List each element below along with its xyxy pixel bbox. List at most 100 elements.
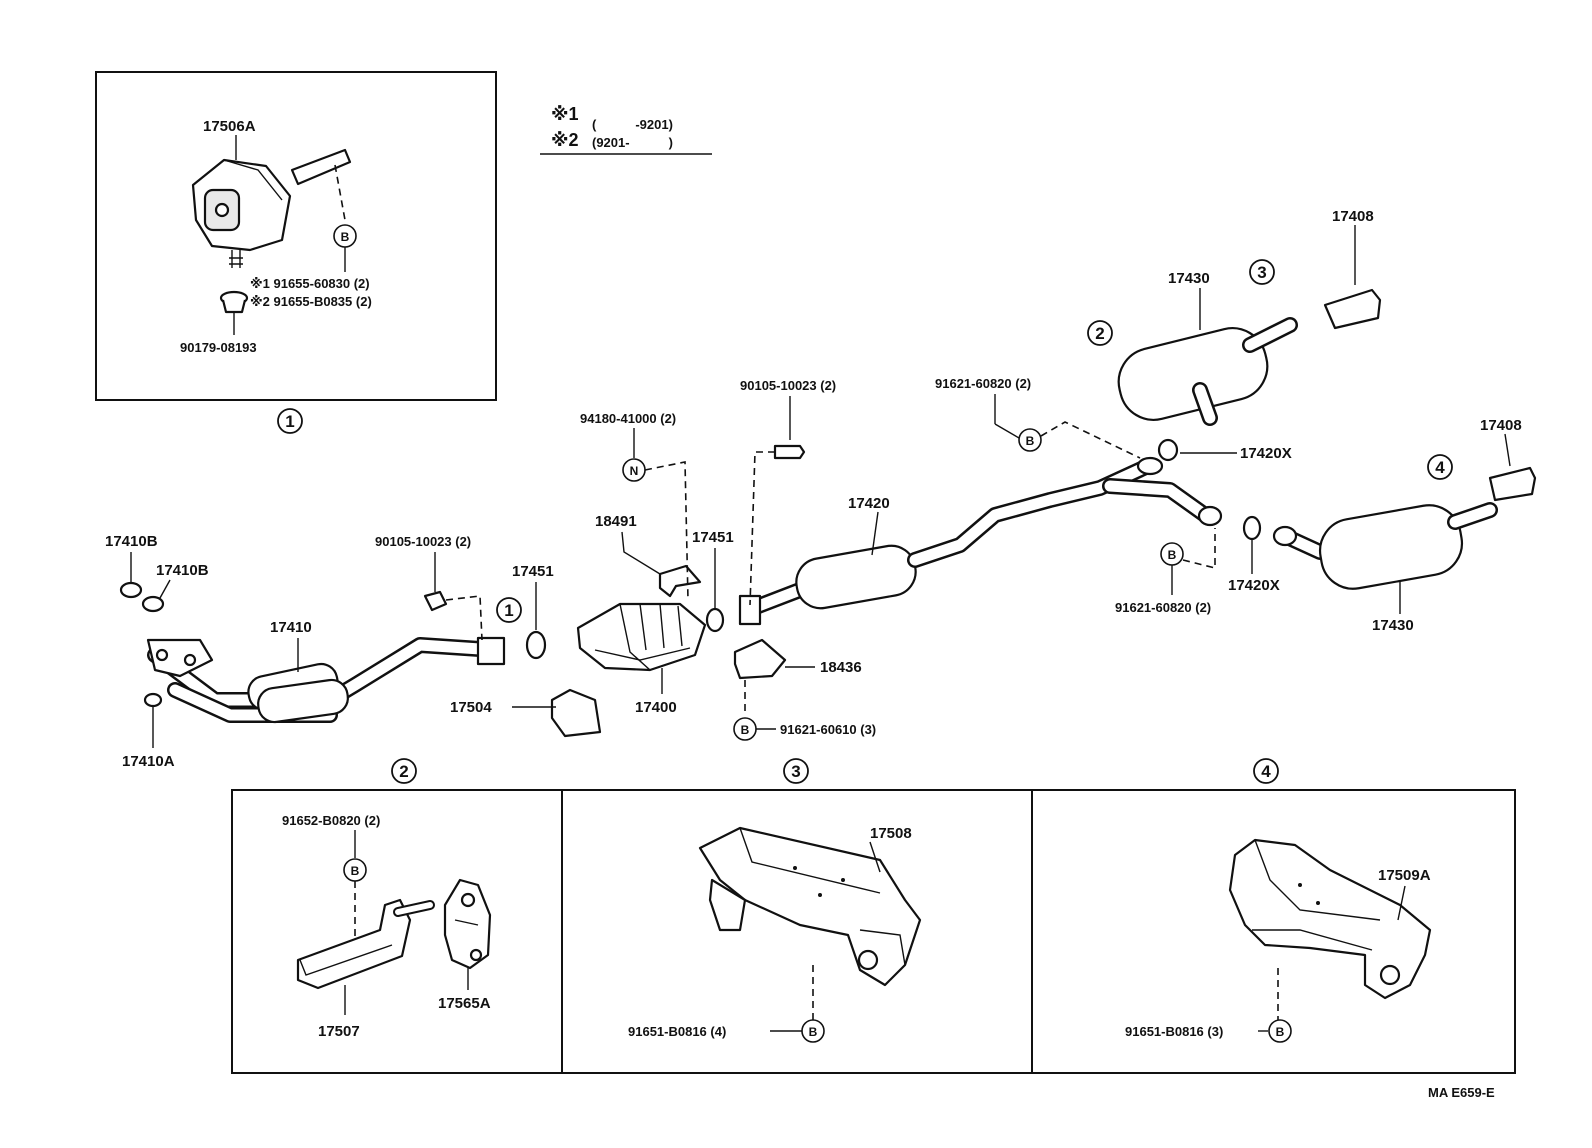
- svg-text:2: 2: [399, 762, 408, 781]
- leader-17410b-b: [159, 579, 171, 599]
- label-17420: 17420: [848, 495, 890, 512]
- label-17408-right: 17408: [1480, 417, 1522, 434]
- footer-code: MA E659-E: [1428, 1085, 1495, 1100]
- label-17410b-b: 17410B: [156, 562, 209, 579]
- inset-section-1: 17506A B ※1 91655-60830 (2) ※2 91655-B08…: [95, 71, 497, 401]
- svg-text:4: 4: [1261, 762, 1271, 781]
- section-number-4: 4: [1253, 758, 1279, 784]
- label-17451-a: 17451: [512, 563, 554, 580]
- tail-pipe-17430-upper-drawing: [1117, 317, 1298, 426]
- center-pipe-17420-drawing: [738, 456, 1223, 626]
- ref-n-94180: N: [622, 458, 646, 482]
- svg-text:B: B: [341, 230, 350, 244]
- sec2-hanger-label: 17565A: [438, 995, 491, 1012]
- ref-b-sec2: B: [343, 858, 367, 882]
- front-pipe-17410-drawing: [146, 636, 506, 724]
- legend-mark-2: ※2: [551, 130, 579, 150]
- bracket-17509a-drawing: [1228, 838, 1432, 1000]
- leader-17508: [869, 841, 881, 873]
- main-number-3: 3: [1249, 259, 1275, 285]
- insulator-18491: [658, 564, 702, 598]
- section-number-3: 3: [783, 758, 809, 784]
- label-17451-b: 17451: [692, 529, 734, 546]
- dash-94180: [644, 461, 689, 601]
- svg-text:1: 1: [285, 412, 294, 431]
- sec2-bracket-label: 17507: [318, 1023, 360, 1040]
- sec3-bracket-label: 17508: [870, 825, 912, 842]
- gasket-17420x-top: [1157, 438, 1179, 462]
- catalytic-converter-17400-drawing: [576, 602, 707, 672]
- svg-text:1: 1: [504, 601, 513, 620]
- bracket-17507-drawing: [296, 898, 435, 990]
- sec4-bracket-label: 17509A: [1378, 867, 1431, 884]
- bottom-sections: 2 3 4 91652-B0820 (2) B 17507: [231, 758, 1516, 1074]
- label-18491: 18491: [595, 513, 637, 530]
- label-91621-top: 91621-60820 (2): [935, 376, 1031, 391]
- dash-b-inset1: [334, 164, 346, 221]
- legend-range-2: (9201- ): [592, 135, 673, 150]
- svg-text:B: B: [1026, 434, 1035, 448]
- dash-91621-mid: [1182, 528, 1216, 570]
- leader-91621-top-b: [994, 423, 1020, 439]
- ref-b-sec3: B: [801, 1019, 825, 1043]
- label-17408-top: 17408: [1332, 208, 1374, 225]
- ref-b-91621-bottom: B: [733, 717, 757, 741]
- svg-text:3: 3: [1257, 263, 1266, 282]
- svg-text:B: B: [1276, 1025, 1285, 1039]
- dash-90105-left: [445, 595, 483, 641]
- section-number-1: 1: [277, 408, 303, 434]
- bracket-18436: [733, 638, 787, 680]
- gasket-17451-a: [525, 630, 547, 660]
- bolt-90105-left: [423, 590, 448, 612]
- label-17420x-top: 17420X: [1240, 445, 1292, 462]
- ref-b-sec4: B: [1268, 1019, 1292, 1043]
- label-17506a: 17506A: [203, 118, 256, 135]
- sec3-bolt-label: 91651-B0816 (4): [628, 1024, 726, 1039]
- ref-b-91621-top: B: [1018, 428, 1042, 452]
- label-17420x-bottom: 17420X: [1228, 577, 1280, 594]
- dash-91621-top: [1040, 421, 1141, 459]
- svg-text:4: 4: [1435, 458, 1445, 477]
- label-17410: 17410: [270, 619, 312, 636]
- svg-text:B: B: [351, 864, 360, 878]
- svg-text:N: N: [630, 464, 639, 478]
- leader-17420: [871, 511, 879, 556]
- label-90105-top: 90105-10023 (2): [740, 378, 836, 393]
- svg-text:B: B: [741, 723, 750, 737]
- gasket-17451-b: [705, 607, 725, 633]
- nut-17410a: [143, 692, 163, 708]
- ref-b-91621-mid: B: [1160, 542, 1184, 566]
- svg-text:2: 2: [1095, 324, 1104, 343]
- label-17504: 17504: [450, 699, 492, 716]
- svg-text:3: 3: [791, 762, 800, 781]
- nut-90179-drawing: [219, 290, 249, 314]
- label-17430-top: 17430: [1168, 270, 1210, 287]
- label-91621-mid: 91621-60820 (2): [1115, 600, 1211, 615]
- label-17400: 17400: [635, 699, 677, 716]
- label-94180: 94180-41000 (2): [580, 411, 676, 426]
- section-number-2: 2: [391, 758, 417, 784]
- label-90179: 90179-08193: [180, 340, 257, 355]
- legend-range-1: ( -9201): [592, 117, 673, 132]
- tip-17408-lower: [1488, 466, 1537, 502]
- label-90105-left: 90105-10023 (2): [375, 534, 471, 549]
- svg-text:B: B: [809, 1025, 818, 1039]
- legend-mark-1: ※1: [551, 104, 579, 124]
- sec2-bolt-label: 91652-B0820 (2): [282, 813, 380, 828]
- sec4-bolt-label: 91651-B0816 (3): [1125, 1024, 1223, 1039]
- hanger-17506a-drawing: [191, 148, 352, 268]
- leader-17509a: [1397, 885, 1406, 921]
- gasket-17410b-b: [141, 595, 165, 613]
- label-17410b-a: 17410B: [105, 533, 158, 550]
- svg-text:B: B: [1168, 548, 1177, 562]
- main-number-2: 2: [1087, 320, 1113, 346]
- label-91621-bottom: 91621-60610 (3): [780, 722, 876, 737]
- bottom-frame: [231, 789, 1516, 1074]
- bracket-17508-drawing: [698, 826, 922, 987]
- label-18436: 18436: [820, 659, 862, 676]
- main-number-4: 4: [1427, 454, 1453, 480]
- label-17410a: 17410A: [122, 753, 175, 770]
- leader-18491: [621, 531, 661, 575]
- bolt-b-2-label: ※2 91655-B0835 (2): [250, 294, 372, 309]
